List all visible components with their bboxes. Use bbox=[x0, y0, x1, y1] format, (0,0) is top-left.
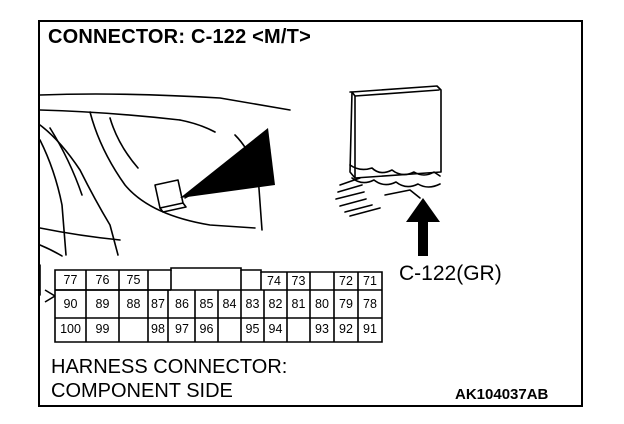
cutaway-wedge bbox=[180, 128, 275, 198]
pin-label: 86 bbox=[175, 297, 189, 311]
pin-label: 75 bbox=[126, 273, 141, 287]
pin-label: 83 bbox=[245, 297, 260, 311]
caption-line-1: HARNESS CONNECTOR: bbox=[51, 356, 288, 378]
pin-label: 78 bbox=[363, 297, 377, 311]
pin-label: 87 bbox=[151, 297, 165, 311]
figure-code: AK104037AB bbox=[455, 386, 549, 403]
pin-label: 85 bbox=[199, 297, 214, 311]
pin-label: 97 bbox=[175, 322, 189, 336]
pin-label: 99 bbox=[95, 322, 110, 336]
dashboard-drawing bbox=[39, 93, 291, 296]
pin-label: 82 bbox=[268, 297, 283, 311]
pin-label: 81 bbox=[291, 297, 306, 311]
pin-label: 90 bbox=[63, 297, 78, 311]
up-arrow bbox=[406, 198, 440, 256]
pin-label: 96 bbox=[199, 322, 214, 336]
ecu-module-drawing bbox=[335, 85, 442, 217]
caption-line-2: COMPONENT SIDE bbox=[51, 380, 233, 402]
pin-label: 91 bbox=[363, 322, 377, 336]
pin-label: 89 bbox=[95, 297, 110, 311]
harness-connector-outline bbox=[44, 267, 383, 343]
pin-label: 76 bbox=[95, 273, 110, 287]
pin-label: 74 bbox=[267, 274, 281, 288]
pin-label: 94 bbox=[268, 322, 283, 336]
pin-label: 79 bbox=[339, 297, 353, 311]
connector-callout-label: C-122(GR) bbox=[399, 262, 502, 285]
pin-label: 92 bbox=[339, 322, 353, 336]
pin-label: 98 bbox=[151, 322, 165, 336]
pin-label: 73 bbox=[291, 274, 306, 288]
pin-label: 100 bbox=[60, 322, 81, 336]
pin-label: 84 bbox=[222, 297, 237, 311]
pin-label: 71 bbox=[363, 274, 377, 288]
pin-label: 77 bbox=[63, 273, 78, 287]
pin-label: 93 bbox=[315, 322, 329, 336]
pin-label: 95 bbox=[245, 322, 260, 336]
pin-label: 72 bbox=[339, 274, 353, 288]
pin-label: 88 bbox=[126, 297, 141, 311]
pin-label: 80 bbox=[315, 297, 329, 311]
connector-title: CONNECTOR: C-122 <M/T> bbox=[48, 26, 311, 48]
